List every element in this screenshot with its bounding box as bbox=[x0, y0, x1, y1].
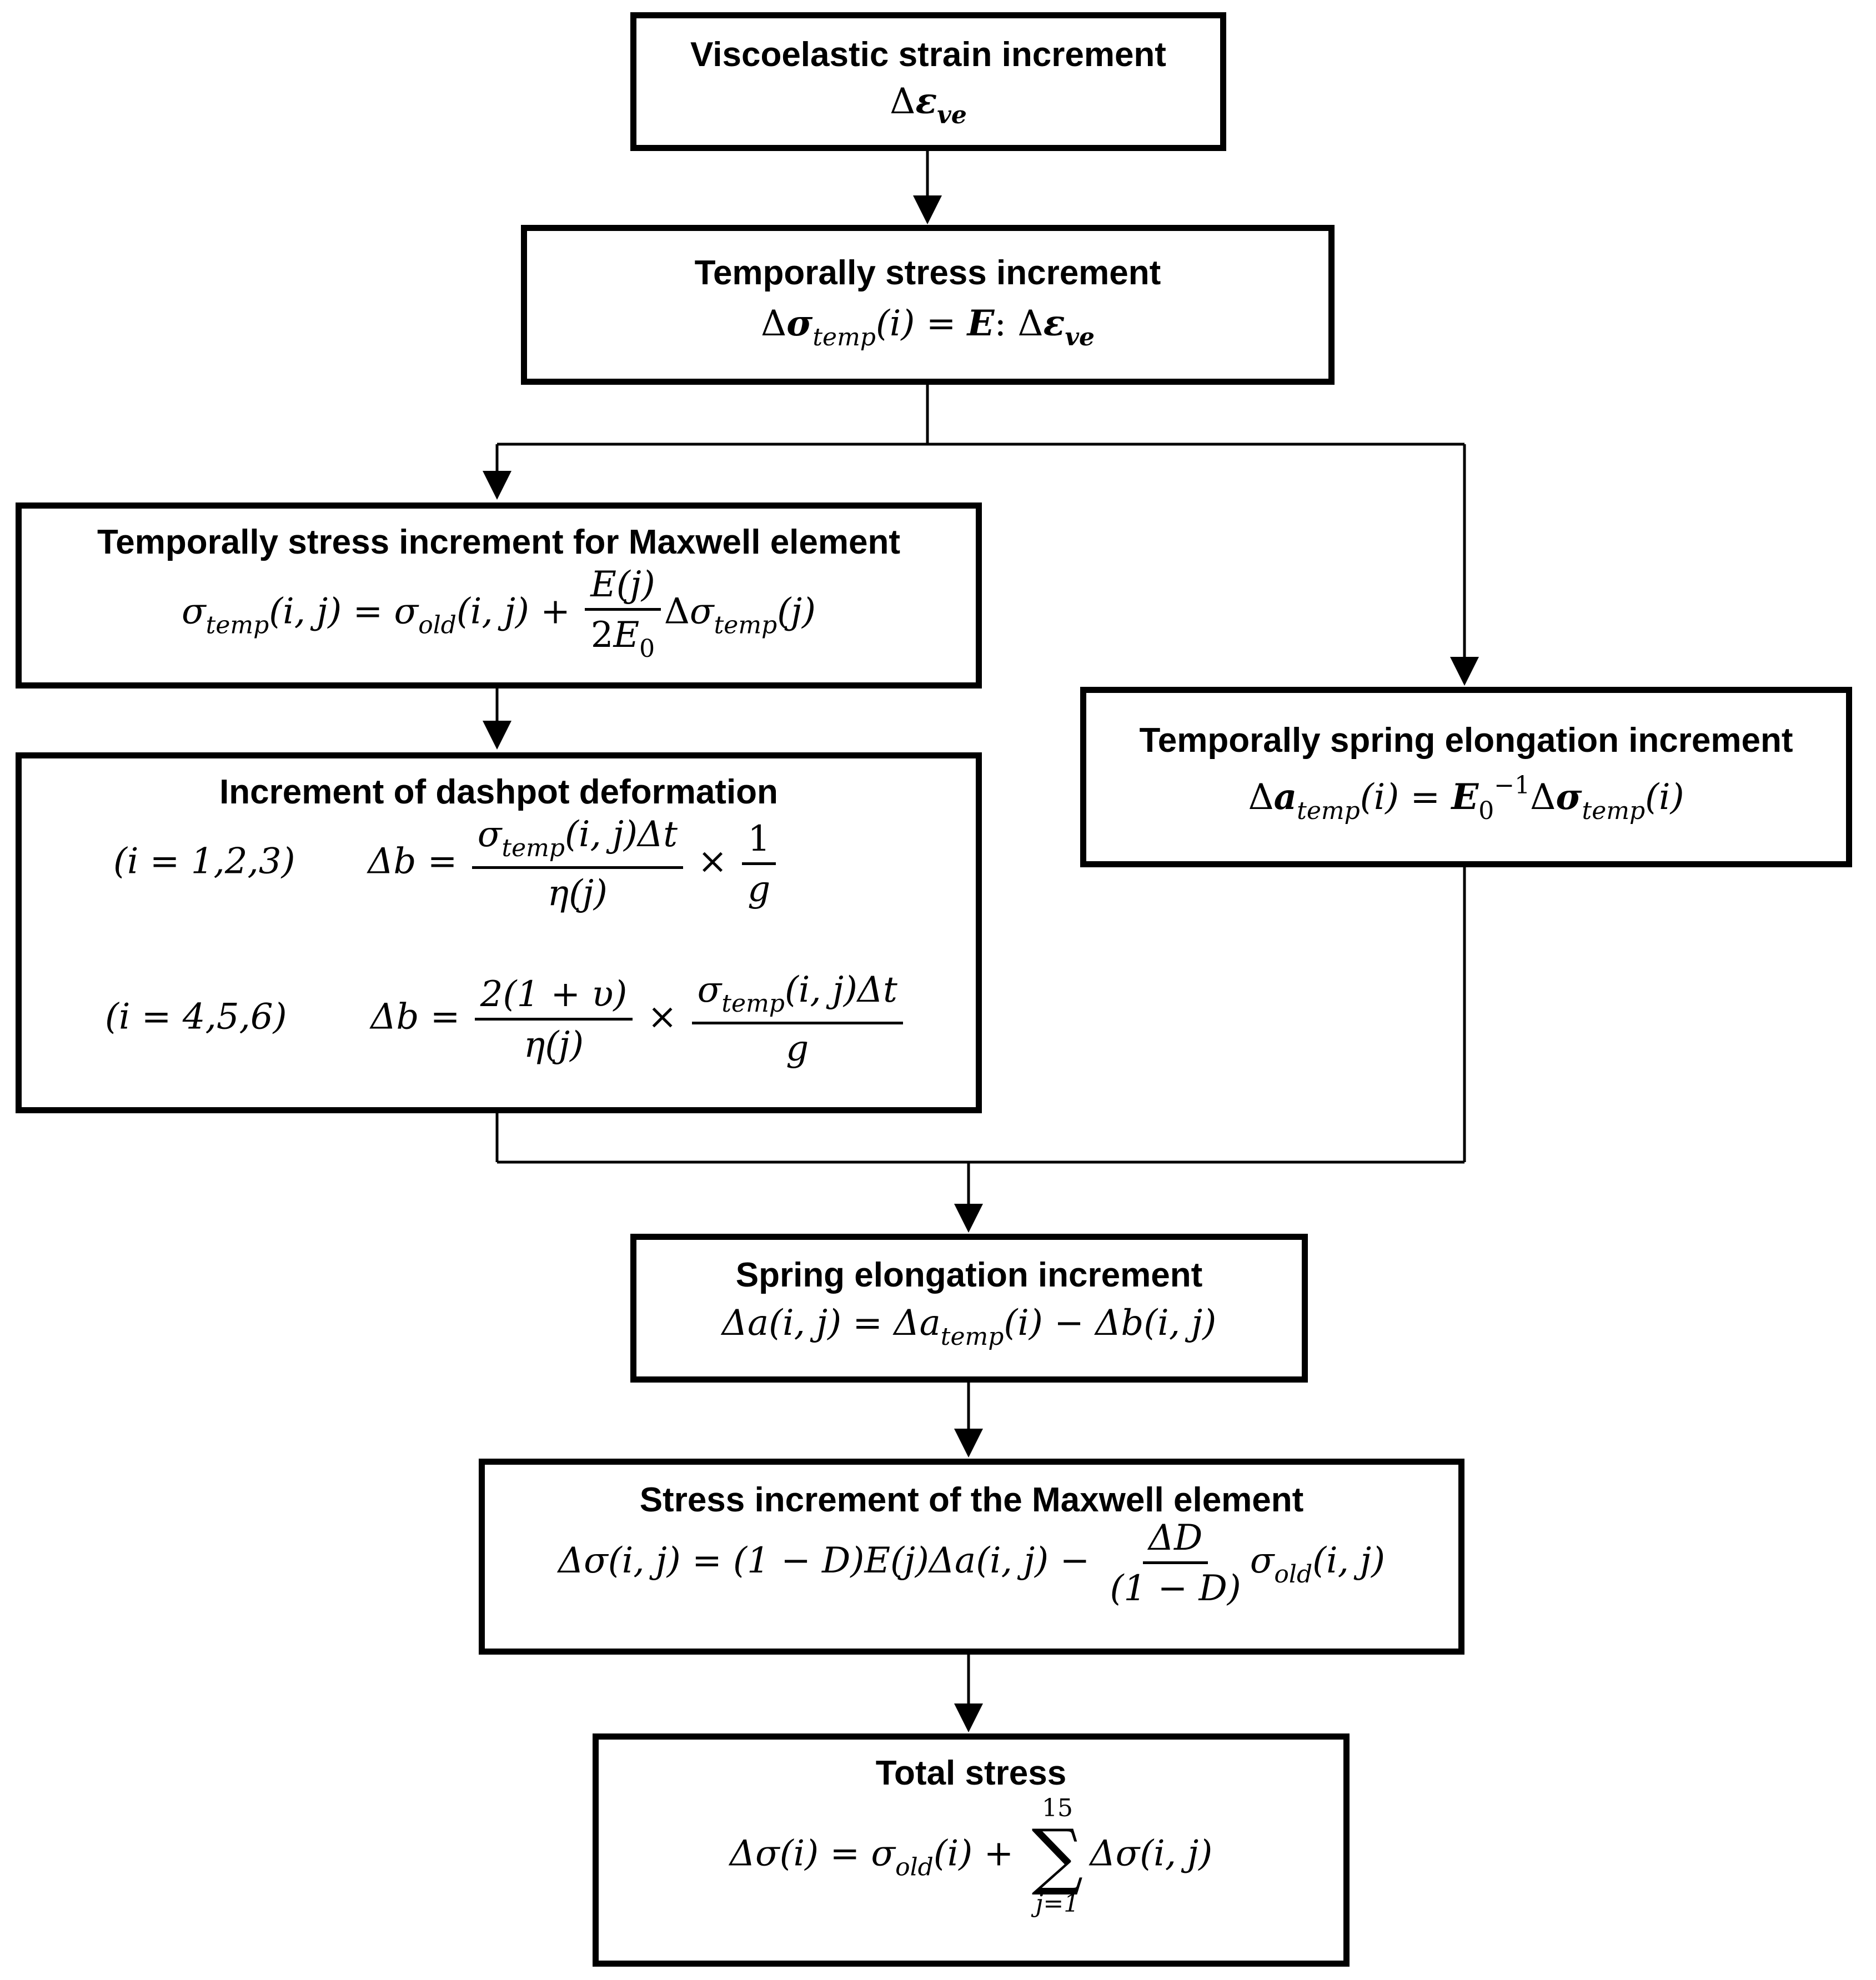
dashpot-equation-row-1: (i = 1,2,3) Δb = σtemp(i, j)Δt η(j) × 1 … bbox=[113, 817, 779, 911]
box-title: Total stress bbox=[875, 1754, 1067, 1792]
box-equation: Δa(i, j) = Δatemp(i) − Δb(i, j) bbox=[721, 1303, 1217, 1351]
box-title: Increment of dashpot deformation bbox=[219, 773, 778, 811]
summation-icon: 15 ∑ j=1 bbox=[1031, 1794, 1084, 1918]
box-title: Viscoelastic strain increment bbox=[690, 36, 1166, 74]
temporal-stress-box: Temporally stress increment Δσtemp(i) = … bbox=[521, 225, 1335, 385]
box-equation: Δσtemp(i) = E: Δεve bbox=[760, 303, 1095, 351]
arrowhead-icon bbox=[954, 1204, 983, 1233]
total-stress-box: Total stress Δσ(i) = σold(i) + 15 ∑ j=1 … bbox=[593, 1733, 1350, 1967]
arrowhead-icon bbox=[483, 721, 511, 750]
fraction: 1 g bbox=[742, 821, 776, 907]
arrowhead-icon bbox=[954, 1429, 983, 1458]
box-title: Stress increment of the Maxwell element bbox=[639, 1481, 1304, 1519]
arrowhead-icon bbox=[954, 1703, 983, 1732]
fraction: σtemp(i, j)Δt g bbox=[691, 972, 903, 1067]
temporal-spring-elongation-box: Temporally spring elongation increment Δ… bbox=[1080, 687, 1852, 867]
arrowhead-icon bbox=[483, 471, 511, 500]
box-title: Temporally stress increment bbox=[694, 254, 1161, 292]
fraction: E(j) 2E0 bbox=[585, 567, 661, 661]
fraction: 2(1 + υ) η(j) bbox=[474, 977, 633, 1063]
arrowhead-icon bbox=[913, 195, 942, 224]
fraction: σtemp(i, j)Δt η(j) bbox=[471, 817, 683, 911]
box-equation: Δεve bbox=[890, 81, 967, 129]
dashpot-deformation-box: Increment of dashpot deformation (i = 1,… bbox=[16, 752, 982, 1113]
arrowhead-icon bbox=[1450, 657, 1479, 686]
box-title: Spring elongation increment bbox=[735, 1256, 1203, 1294]
dashpot-equation-row-2: (i = 4,5,6) Δb = 2(1 + υ) η(j) × σtemp(i… bbox=[105, 972, 906, 1067]
maxwell-stress-increment-box: Stress increment of the Maxwell element … bbox=[479, 1459, 1464, 1655]
box-equation: Δσ(i, j) = (1 − D)E(j)Δa(i, j) − ΔD (1 −… bbox=[558, 1517, 1386, 1609]
box-equation: σtemp(i, j) = σold(i, j) + E(j) 2E0 Δσte… bbox=[181, 564, 816, 663]
box-equation: Δσ(i) = σold(i) + 15 ∑ j=1 Δσ(i, j) bbox=[729, 1794, 1213, 1918]
box-equation: Δatemp(i) = E0−1Δσtemp(i) bbox=[1248, 771, 1684, 825]
maxwell-temporal-stress-box: Temporally stress increment for Maxwell … bbox=[16, 502, 982, 689]
spring-elongation-box: Spring elongation increment Δa(i, j) = Δ… bbox=[630, 1234, 1308, 1383]
box-title: Temporally spring elongation increment bbox=[1139, 721, 1793, 760]
fraction: ΔD (1 − D) bbox=[1110, 1517, 1241, 1609]
box-title: Temporally stress increment for Maxwell … bbox=[97, 523, 901, 561]
viscoelastic-strain-box: Viscoelastic strain increment Δεve bbox=[630, 12, 1226, 151]
